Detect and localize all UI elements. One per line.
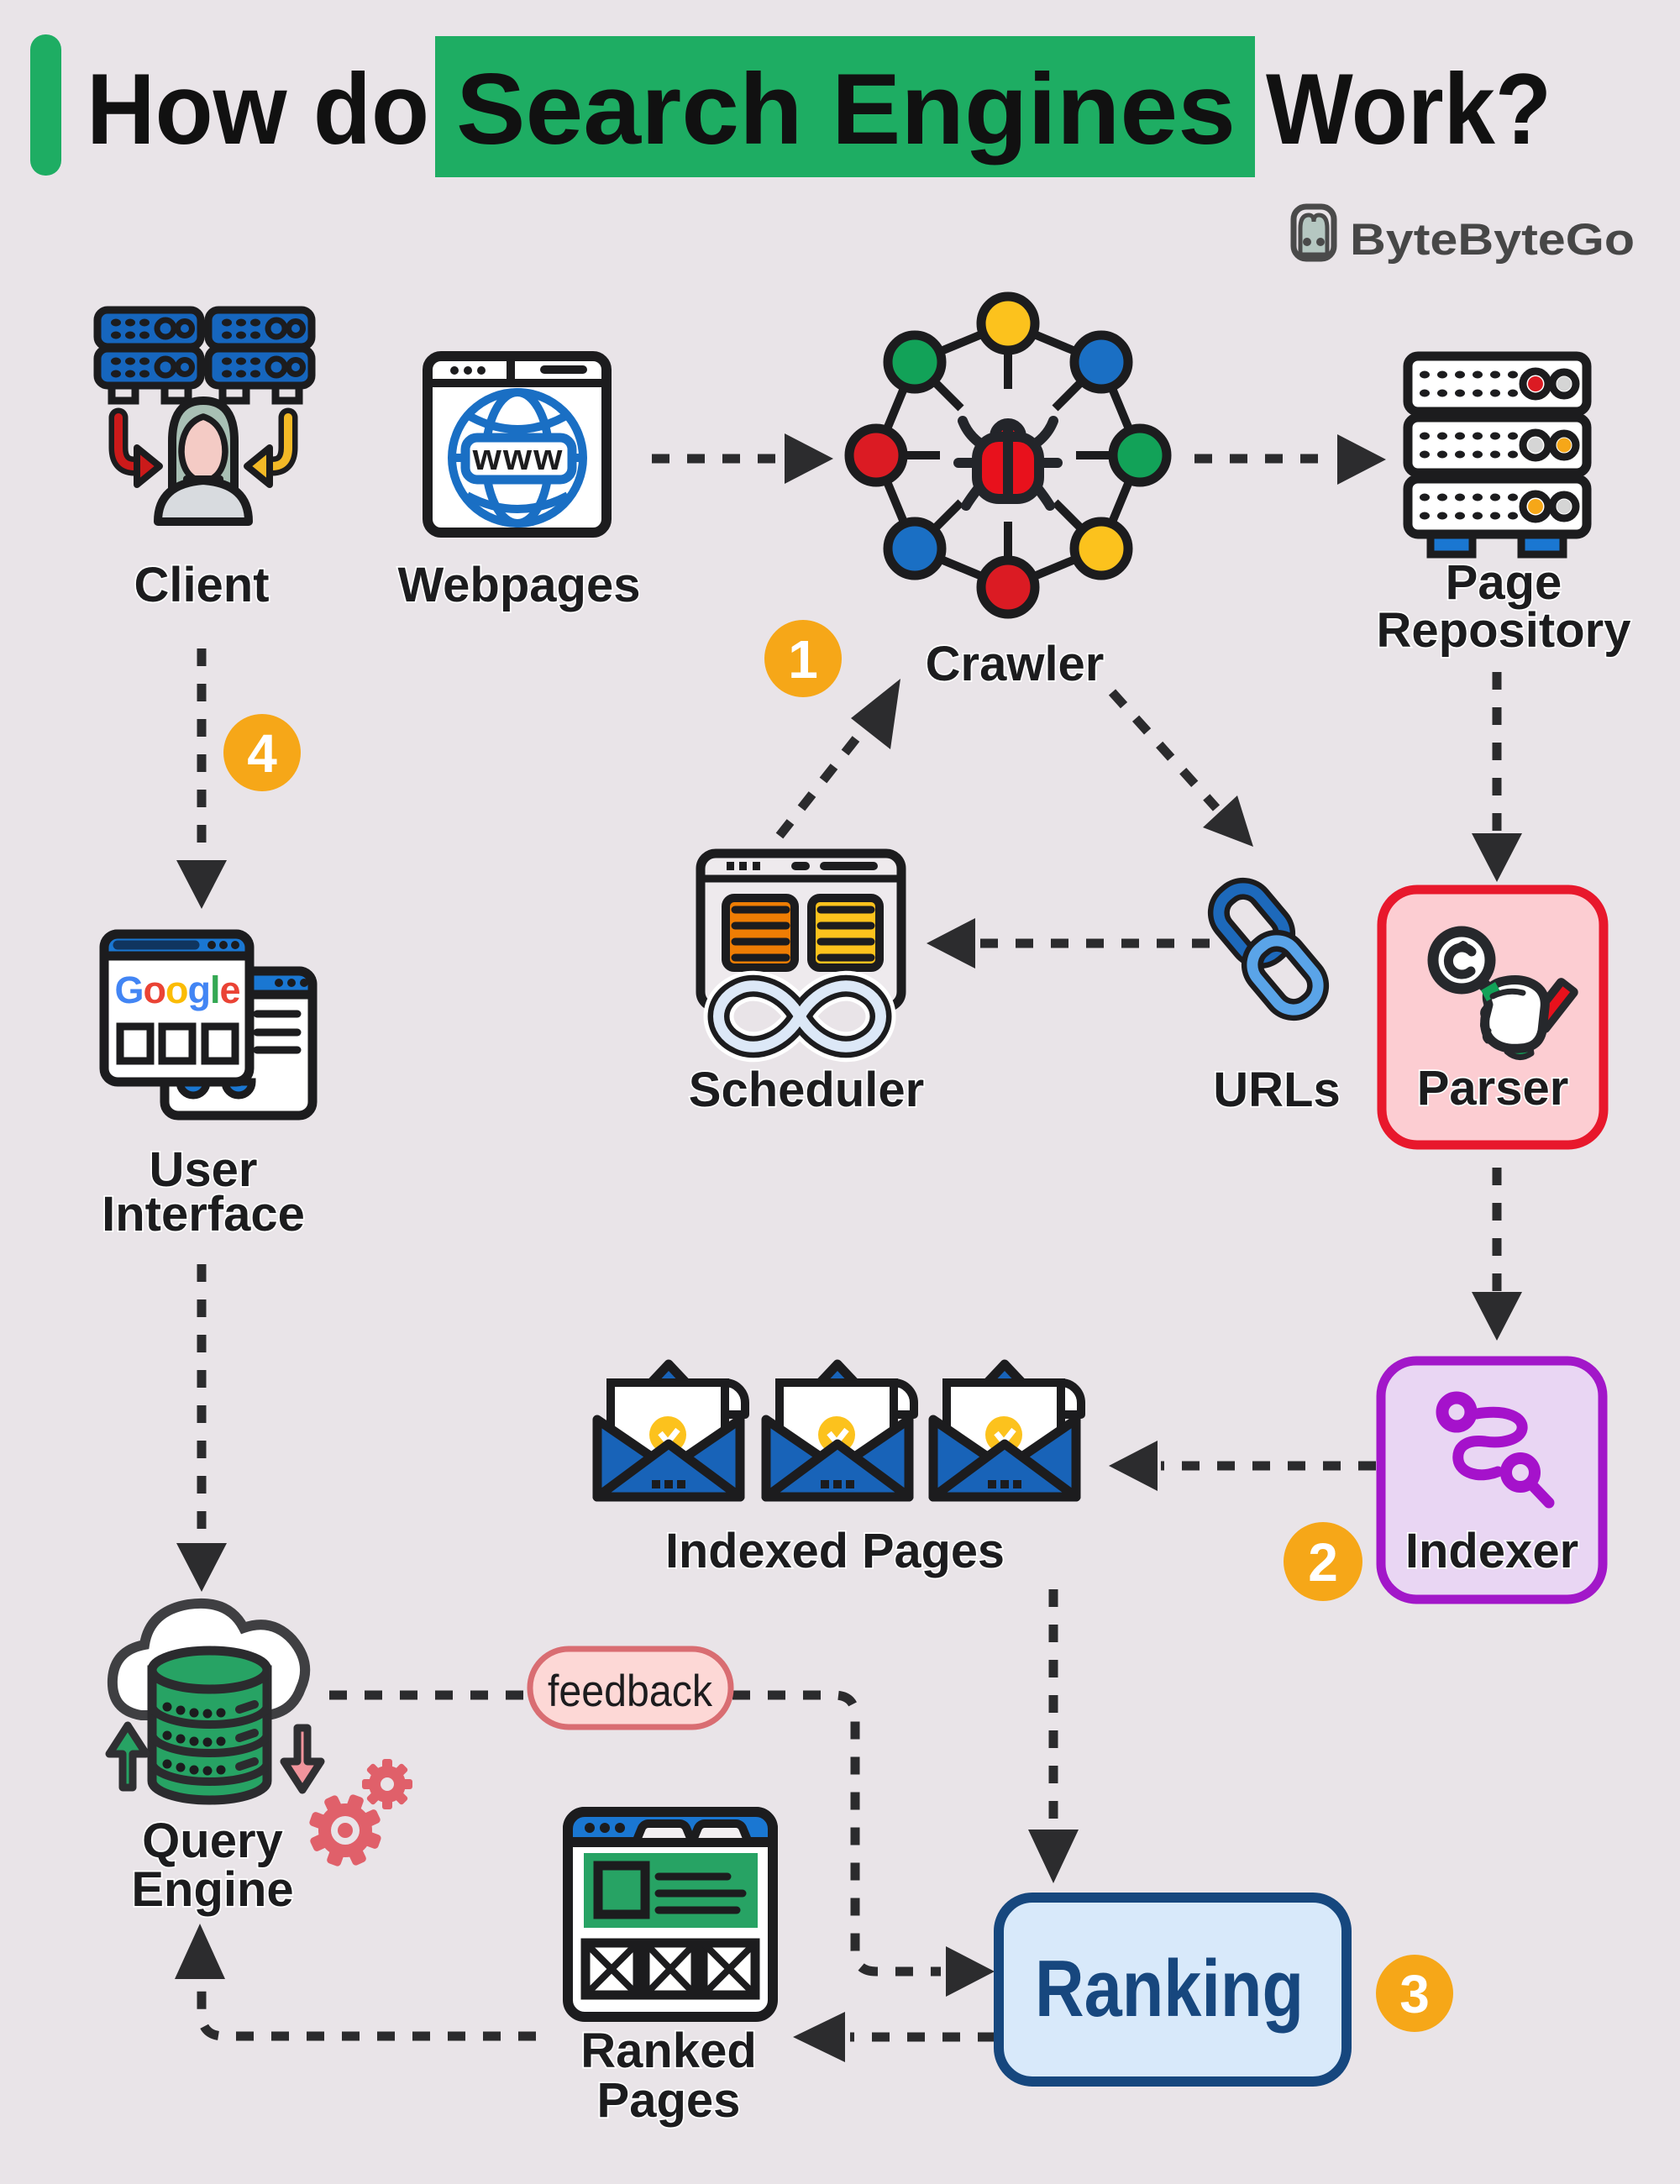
svg-text:feedback: feedback <box>548 1667 712 1716</box>
svg-text:Search Engines: Search Engines <box>456 53 1236 165</box>
svg-text:URLs: URLs <box>1213 1063 1340 1117</box>
svg-text:Client: Client <box>134 558 269 612</box>
svg-text:2: 2 <box>1308 1532 1338 1593</box>
svg-text:Pages: Pages <box>597 2073 741 2128</box>
svg-text:Crawler: Crawler <box>926 637 1105 691</box>
svg-text:ByteByteGo: ByteByteGo <box>1350 215 1635 265</box>
svg-text:Repository: Repository <box>1377 603 1631 658</box>
svg-text:Scheduler: Scheduler <box>689 1063 924 1117</box>
svg-text:Ranked: Ranked <box>580 2024 757 2078</box>
svg-text:Google: Google <box>114 969 239 1011</box>
svg-text:3: 3 <box>1399 1964 1430 2024</box>
svg-text:Interface: Interface <box>102 1187 305 1242</box>
svg-text:Work?: Work? <box>1266 53 1551 165</box>
svg-text:Engine: Engine <box>131 1862 293 1917</box>
svg-text:Indexer: Indexer <box>1405 1524 1578 1578</box>
svg-text:www: www <box>472 437 564 478</box>
svg-text:Webpages: Webpages <box>397 558 640 612</box>
svg-text:User: User <box>150 1142 258 1197</box>
svg-text:Parser: Parser <box>1417 1061 1569 1116</box>
svg-text:How do: How do <box>87 53 429 165</box>
svg-text:Page: Page <box>1446 555 1562 610</box>
svg-text:1: 1 <box>788 629 818 690</box>
svg-text:4: 4 <box>247 723 277 784</box>
svg-text:Query: Query <box>142 1814 283 1868</box>
svg-text:Indexed Pages: Indexed Pages <box>665 1524 1005 1578</box>
svg-text:Ranking: Ranking <box>1035 1944 1304 2034</box>
